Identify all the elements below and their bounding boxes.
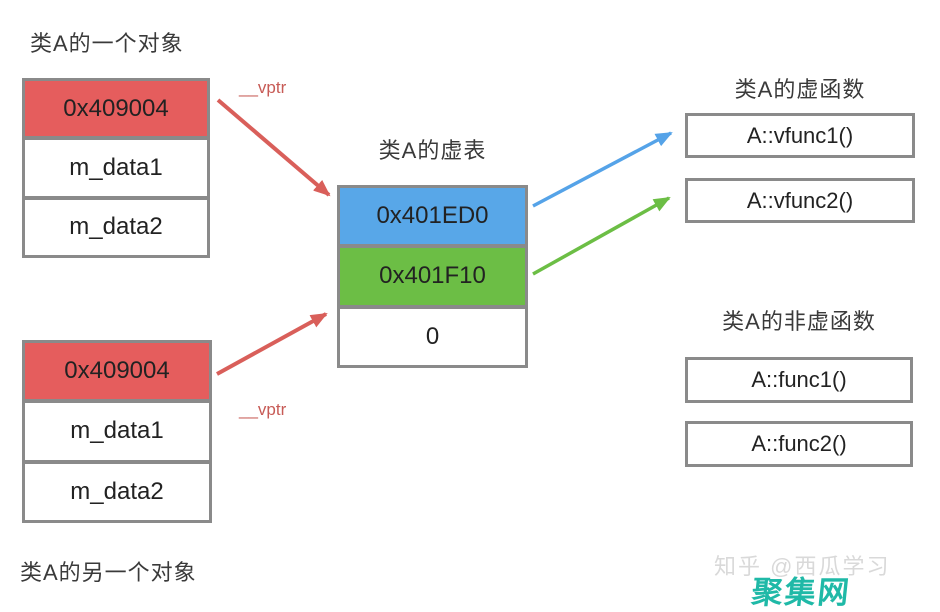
vtable-entry0-cell: 0x401ED0 <box>340 188 525 245</box>
vptr-arrow-object2 <box>216 312 328 376</box>
site-logo-text: 聚集网 <box>749 575 853 610</box>
object2-mdata1-cell: m_data1 <box>25 399 209 460</box>
vtable-entry2-cell: 0 <box>340 304 525 365</box>
object1-vptr-cell: 0x409004 <box>25 81 207 137</box>
object1-title: 类A的一个对象 <box>30 31 184 56</box>
object2-mdata2-cell: m_data2 <box>25 459 209 520</box>
object2-title: 类A的另一个对象 <box>20 560 197 585</box>
vtable-memory-box: 0x401ED0 0x401F10 0 <box>337 185 528 368</box>
func1-box: A::func1() <box>685 357 913 403</box>
vfunc2-box: A::vfunc2() <box>685 178 915 223</box>
vptr-arrow-object1 <box>216 98 331 197</box>
object1-mdata2-cell: m_data2 <box>25 195 207 255</box>
vfunc1-pointer-arrow <box>532 131 673 208</box>
object1-mdata1-cell: m_data1 <box>25 136 207 196</box>
object2-memory-box: 0x409004 m_data1 m_data2 <box>22 340 212 523</box>
vfunc1-box: A::vfunc1() <box>685 113 915 158</box>
object1-vptr-label: __vptr <box>239 78 287 97</box>
watermark-text: 知乎 @西瓜学习 <box>714 554 891 579</box>
object1-memory-box: 0x409004 m_data1 m_data2 <box>22 78 210 258</box>
object2-vptr-cell: 0x409004 <box>25 343 209 400</box>
vtable-entry1-cell: 0x401F10 <box>340 244 525 305</box>
vtable-title: 类A的虚表 <box>378 138 487 163</box>
object2-vptr-label: __vptr <box>239 400 287 419</box>
nonvirtual-functions-title: 类A的非虚函数 <box>722 309 876 334</box>
func2-box: A::func2() <box>685 421 913 467</box>
vfunc2-pointer-arrow <box>532 196 671 276</box>
virtual-functions-title: 类A的虚函数 <box>734 77 866 102</box>
